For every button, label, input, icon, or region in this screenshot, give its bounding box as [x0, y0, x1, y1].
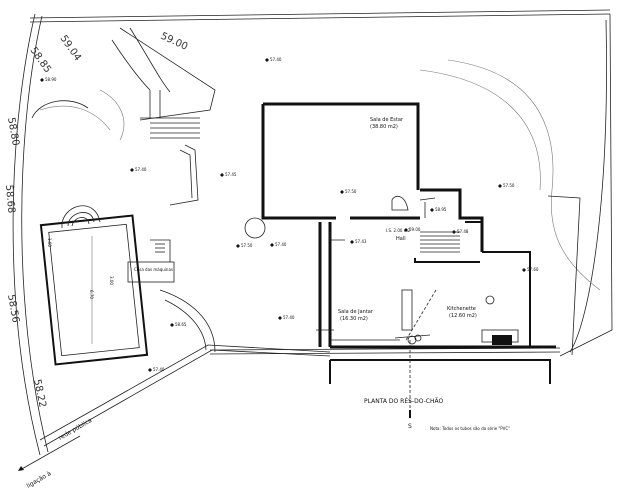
connection-label: ligação à: [26, 470, 53, 490]
room-kitchenette-area: (12.60 m2): [449, 313, 477, 319]
spot-level-11: 57.40: [283, 315, 295, 320]
street-label: rede pública: [58, 417, 94, 442]
pool-width: 3.00: [109, 276, 114, 285]
swimming-pool: 6.70 3.00 1.60: [39, 205, 149, 366]
boundary-level-2: 59.04: [58, 33, 83, 63]
drawing-note: Nota: Todos os tubos são da série "PVC": [430, 426, 510, 431]
spot-level-1: 57.40: [270, 57, 282, 62]
drainage-pipes: [316, 232, 437, 410]
spot-level-4: 57.45: [225, 172, 237, 177]
spot-level-5: 57.50: [345, 189, 357, 194]
spot-level-7: 57.40: [275, 242, 287, 247]
drawing-title: PLANTA DO RÉS-DO-CHÃO: [364, 397, 443, 405]
public-network-connection: rede pública ligação à: [18, 417, 93, 490]
spot-levels: 57.40 58.90 57.40 57.45 57.50 57.50 57.4…: [40, 57, 539, 372]
room-sala-estar-area: (38.80 m2): [370, 124, 398, 130]
boundary-level-7: 58.22: [31, 378, 48, 408]
pool-depth: 1.60: [47, 238, 52, 247]
spot-level-10: 57.60: [527, 267, 539, 272]
spot-level-13: 58.95: [435, 207, 447, 212]
driveway: [31, 27, 216, 206]
site-boundary: [12, 9, 613, 456]
room-sala-jantar-name: Sala de Jantar: [338, 309, 374, 315]
spot-level-9: 57.48: [457, 229, 469, 234]
spot-level-12: 57.40: [153, 367, 165, 372]
kitchen-fixtures: [244, 217, 519, 345]
spot-level-6: 57.50: [503, 183, 515, 188]
pool-length: 6.70: [89, 290, 94, 299]
spot-level-3: 57.40: [135, 167, 147, 172]
boundary-level-3: 59.00: [159, 31, 190, 53]
house-walls: [261, 102, 556, 384]
spot-level-2: 58.90: [45, 77, 57, 82]
terrace-paths: [39, 289, 561, 447]
spot-level-16: 59.00: [409, 227, 421, 232]
section-mark: S: [408, 410, 412, 430]
room-sala-jantar-area: (16.30 m2): [340, 316, 368, 322]
machine-room-label: Casa das máquinas: [134, 267, 173, 272]
room-kitchenette-name: Kitchenette: [447, 306, 476, 312]
room-wc-name: I.S. 2.00 m2: [386, 228, 411, 233]
room-sala-estar-name: Sala de Estar: [370, 117, 404, 123]
room-labels: Sala de Estar (38.80 m2) Sala de Jantar …: [338, 117, 477, 322]
boundary-level-5: 58.68: [3, 184, 16, 213]
spot-level-8: 57.43: [355, 239, 367, 244]
section-mark-label: S: [408, 423, 412, 430]
spot-level-15: 58.65: [175, 322, 187, 327]
machine-room: Casa das máquinas: [127, 239, 175, 283]
boundary-level-4: 58.80: [5, 117, 21, 147]
room-hall-name: Hall: [396, 236, 406, 242]
spot-level-14: 57.50: [241, 243, 253, 248]
boundary-level-6: 58.56: [5, 294, 21, 324]
